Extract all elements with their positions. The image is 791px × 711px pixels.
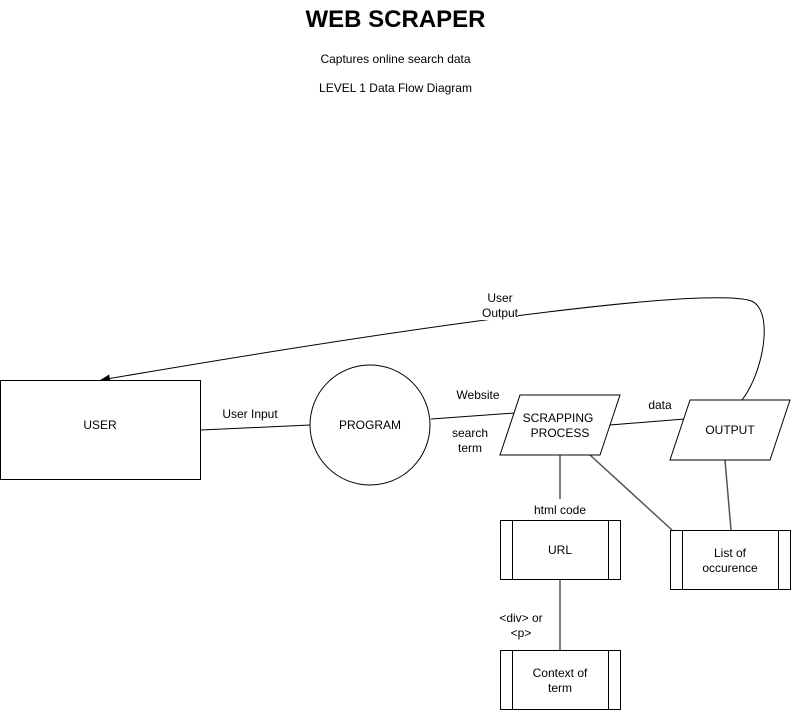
node-user: USER [0,380,201,480]
node-output: OUTPUT [669,399,791,461]
edge-output-list [724,459,732,531]
page-subtitle: Captures online search data [320,52,471,66]
node-url: URL [500,520,621,580]
edge-user-program [200,424,311,431]
edge-label-user-output-line1: User [487,291,512,305]
edge-label-search-line2: term [458,441,482,455]
edge-label-user-output-line2: Output [482,306,519,320]
list-label-line2: occurence [702,561,758,575]
output-label: OUTPUT [705,423,755,437]
node-context-of-term: Context of term [500,650,621,710]
context-label-line2: term [548,681,572,695]
page-title: WEB SCRAPER [305,6,486,33]
edge-scraping-output [609,418,686,426]
edge-label-html-code: html code [534,503,586,517]
edge-label-data: data [648,398,672,412]
edge-scraping-list [589,454,673,531]
edge-label-div-line1: <div> or [499,611,542,625]
edge-label-user-input: User Input [222,407,278,421]
user-label: USER [83,418,117,432]
edge-program-scraping [430,412,516,420]
url-label: URL [548,543,572,557]
edge-label-website: Website [456,388,499,402]
node-scrapping-process: SCRAPPING PROCESS [499,394,621,456]
edge-label-div-line2: <p> [511,626,532,640]
program-label: PROGRAM [339,418,401,432]
edge-output-to-user [100,297,765,401]
list-label-line1: List of [714,546,747,560]
context-label-line1: Context of [533,666,588,680]
edge-label-search-line1: search [452,426,488,440]
node-program: PROGRAM [309,364,431,486]
scrapping-label-line1: SCRAPPING [523,411,594,425]
scrapping-label-line2: PROCESS [531,426,590,440]
diagram-level-label: LEVEL 1 Data Flow Diagram [319,81,472,95]
node-list-of-occurence: List of occurence [670,530,791,590]
